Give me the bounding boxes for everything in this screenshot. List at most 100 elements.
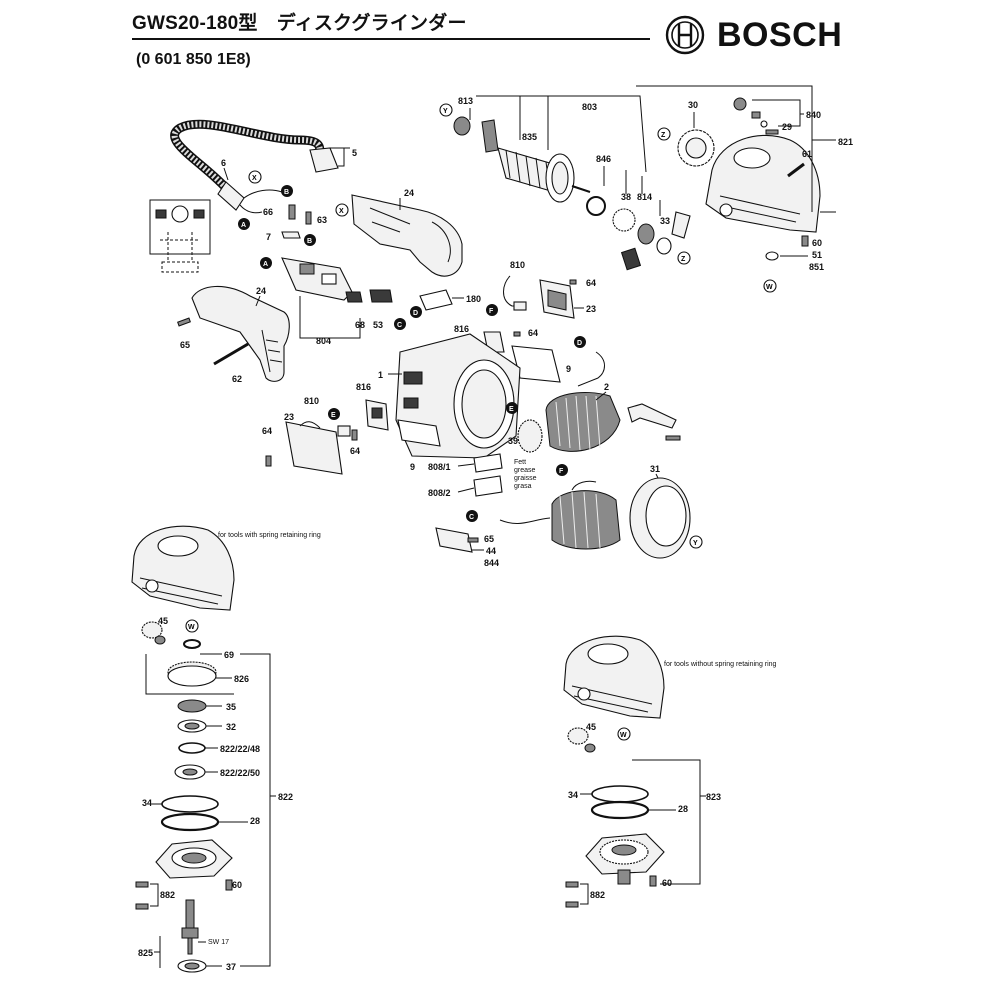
screw-64-mid [513,331,521,337]
bracket-part [671,211,691,239]
screw-65 [177,317,191,327]
bearing-flange-left [155,839,233,879]
svg-text:A: A [263,261,268,268]
label-64-left: 64 [262,426,272,436]
grease-note-4: grasa [514,483,532,490]
wiring-schematic [149,199,211,273]
label-810-right: 810 [510,260,525,270]
label-45-left: 45 [158,616,168,626]
connector-c-2: C [466,510,478,522]
connector-e-1: E [506,402,518,414]
washer-35 [177,699,207,713]
label-846: 846 [596,154,611,164]
label-64-mid: 64 [528,328,538,338]
fan-ring-31 [629,477,691,559]
armature [481,119,591,203]
brush-holder-left [285,399,389,475]
label-62: 62 [232,374,242,384]
svg-text:F: F [559,468,564,475]
plate-180 [419,289,453,311]
spring-ring-34-right [591,785,649,803]
label-23-right: 23 [586,304,596,314]
connector-x-2: X [335,203,349,217]
fan-39 [517,419,543,453]
clip-7 [281,231,301,239]
label-851: 851 [809,262,824,272]
svg-text:D: D [577,340,582,347]
label-808-2: 808/2 [428,488,451,498]
nut-45-right [584,743,596,753]
o-ring-28-right [590,800,650,820]
bearing-32-inner [184,722,200,730]
gear-head-without-ring [563,635,665,719]
svg-text:E: E [331,412,336,419]
label-32: 32 [226,722,236,732]
label-31: 31 [650,464,660,474]
label-835: 835 [522,132,537,142]
svg-text:F: F [489,308,494,315]
connector-w-1: W [763,279,777,293]
screws-882-left [135,881,149,910]
svg-text:X: X [252,175,257,182]
screw-64-right [569,279,577,285]
label-6: 6 [221,158,226,168]
suppressor-44 [435,527,473,553]
handle-half-lower [191,285,290,382]
switch-assembly [281,257,393,303]
washer-37-inner [184,962,200,970]
label-2: 2 [604,382,609,392]
bracket [627,403,677,429]
bearing-flange-right [585,833,665,885]
knob-840 [733,97,747,111]
screw-64-left [265,455,272,467]
pinion-45-right [567,727,589,745]
label-844: 844 [484,558,499,568]
svg-text:B: B [307,238,312,245]
screws-882-right [565,881,579,908]
connector-y-2: Y [689,535,703,549]
connector-e-2: E [328,408,340,420]
label-44: 44 [486,546,496,556]
svg-text:Y: Y [693,540,698,547]
connector-x-1: X [248,170,262,184]
brush-holder-right [503,275,575,319]
label-37: 37 [226,962,236,972]
pinion-45-left [141,621,163,639]
connector-f-2: F [556,464,568,476]
circlip-846 [586,196,606,216]
label-803: 803 [582,102,597,112]
screw-65-lower [467,537,479,543]
pin-840 [765,129,779,135]
bearing-813 [453,116,471,136]
label-63: 63 [317,215,327,225]
grease-note-1: Fett [514,459,526,466]
svg-text:A: A [241,222,246,229]
connector-z-1: Z [657,127,671,141]
nut-45-left [154,635,166,645]
label-60-top: 60 [812,238,822,248]
plate-9-left [397,419,441,447]
label-804: 804 [316,336,331,346]
connector-b-1: B [281,185,293,197]
connector-y-1: Y [439,103,453,117]
label-180: 180 [466,294,481,304]
connector-b-2: B [304,234,316,246]
label-60-right: 60 [662,878,672,888]
connector-z-2: Z [677,251,691,265]
grease-note-2: grease [514,467,536,474]
washer-33 [656,237,672,255]
screw-60-top [801,235,809,247]
label-826: 826 [234,674,249,684]
label-28-right: 28 [678,804,688,814]
svg-text:X: X [339,208,344,215]
label-810-left: 810 [304,396,319,406]
label-882-right: 882 [590,890,605,900]
label-23-left: 23 [284,412,294,422]
bearing-814 [637,223,655,245]
screw-bracket [665,435,681,441]
connector-w-2: W [185,619,199,633]
label-5: 5 [352,148,357,158]
connector-a-2: A [260,257,272,269]
note-sw17: SW 17 [208,939,229,946]
